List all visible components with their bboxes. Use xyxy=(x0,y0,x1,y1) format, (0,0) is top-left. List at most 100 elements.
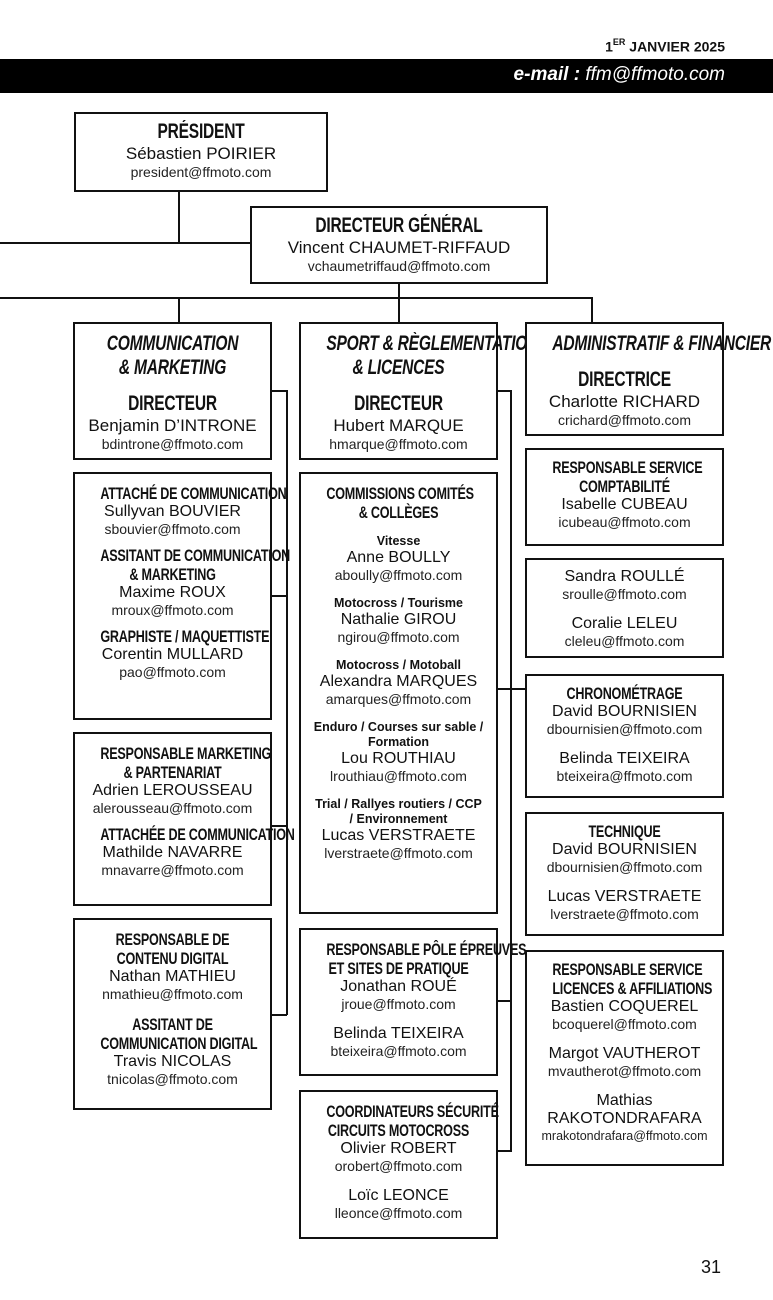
person-email: lleonce@ffmoto.com xyxy=(334,1205,463,1221)
person-email: orobert@ffmoto.com xyxy=(334,1158,463,1174)
epreuves-box: RESPONSABLE PÔLE ÉPREUVES ET SITES DE PR… xyxy=(299,928,527,1076)
president-box: PRÉSIDENT Sébastien POIRIER president@ff… xyxy=(74,112,328,192)
role-title: RESPONSABLE SERVICE xyxy=(552,458,703,477)
person-name: Lou ROUTHIAU xyxy=(341,750,456,767)
role-title: LICENCES & AFFILIATIONS xyxy=(552,979,713,998)
person-name: Mathias xyxy=(596,1092,653,1109)
president-title: PRÉSIDENT xyxy=(157,120,245,143)
person-name: Bastien COQUEREL xyxy=(550,998,699,1015)
person-email: hmarque@ffmoto.com xyxy=(329,436,468,452)
securite-box: COORDINATEURS SÉCURITÉ CIRCUITS MOTOCROS… xyxy=(299,1090,499,1239)
person-email: mrakotondrafara@ffmoto.com xyxy=(541,1129,708,1143)
page-number: 31 xyxy=(700,1257,721,1277)
role-title: DIRECTEUR xyxy=(128,392,217,415)
connector xyxy=(286,390,288,1015)
role-title: DIRECTRICE xyxy=(578,368,671,391)
person-email: dbournisien@ffmoto.com xyxy=(546,859,703,875)
connector xyxy=(178,297,180,323)
person-email: mnavarre@ffmoto.com xyxy=(101,862,244,878)
role-title: COMMUNICATION DIGITAL xyxy=(100,1034,258,1053)
connector xyxy=(496,390,512,392)
person-email: aboully@ffmoto.com xyxy=(334,567,463,583)
person-name: Maxime ROUX xyxy=(119,584,226,601)
director-general-box: DIRECTEUR GÉNÉRAL Vincent CHAUMET-RIFFAU… xyxy=(250,206,548,284)
role-title: COMPTABILITÉ xyxy=(579,477,670,496)
person-name: David BOURNISIEN xyxy=(552,703,697,720)
commission-label: Enduro / Courses sur sable / xyxy=(313,720,484,734)
person-name: Sandra ROULLÉ xyxy=(564,568,685,585)
commission-label: Motocross / Motoball xyxy=(336,658,461,672)
person-name: Sullyvan BOUVIER xyxy=(104,503,241,520)
technique-box: TECHNIQUE David BOURNISIEN dbournisien@f… xyxy=(525,812,724,936)
role-title: CHRONOMÉTRAGE xyxy=(566,684,683,703)
person-name: Isabelle CUBEAU xyxy=(561,496,688,513)
connector xyxy=(496,1150,512,1152)
connector xyxy=(496,1000,512,1002)
department-title: COMMUNICATION xyxy=(106,332,239,355)
person-name: Nathan MATHIEU xyxy=(109,968,236,985)
connector xyxy=(271,825,287,827)
contact-email: e-mail : ffm@ffmoto.com xyxy=(513,64,725,85)
person-email: alerousseau@ffmoto.com xyxy=(92,800,253,816)
person-email: icubeau@ffmoto.com xyxy=(558,514,691,530)
person-name: Lucas VERSTRAETE xyxy=(547,888,702,905)
person-name: Corentin MULLARD xyxy=(101,646,244,663)
commission-label: Trial / Rallyes routiers / CCP xyxy=(315,797,482,811)
marketing-team-box: RESPONSABLE MARKETING & PARTENARIAT Adri… xyxy=(73,732,295,906)
person-email: sroulle@ffmoto.com xyxy=(562,586,687,602)
dg-email: vchaumetriffaud@ffmoto.com xyxy=(307,258,491,274)
role-title: ASSITANT DE COMMUNICATION xyxy=(100,546,291,565)
president-email: president@ffmoto.com xyxy=(130,164,272,180)
person-name: Benjamin D’INTRONE xyxy=(88,416,257,435)
person-name: Adrien LEROUSSEAU xyxy=(92,782,253,799)
role-title: TECHNIQUE xyxy=(588,822,661,841)
connector xyxy=(271,595,287,597)
department-title: SPORT & RÈGLEMENTATION xyxy=(326,332,539,355)
person-email: bdintrone@ffmoto.com xyxy=(101,436,244,452)
dg-name: Vincent CHAUMET-RIFFAUD xyxy=(287,238,511,257)
commission-label: Formation xyxy=(367,735,430,749)
role-title: & PARTENARIAT xyxy=(123,763,222,782)
commission-label: Motocross / Tourisme xyxy=(334,596,463,610)
connector xyxy=(271,390,287,392)
dg-title: DIRECTEUR GÉNÉRAL xyxy=(315,214,483,237)
connector xyxy=(398,282,400,298)
person-email: bcoquerel@ffmoto.com xyxy=(552,1016,697,1032)
person-name: Margot VAUTHEROT xyxy=(548,1045,701,1062)
president-name: Sébastien POIRIER xyxy=(125,144,277,163)
person-name: Belinda TEIXEIRA xyxy=(333,1025,464,1042)
person-email: crichard@ffmoto.com xyxy=(558,412,691,428)
person-email: mvautherot@ffmoto.com xyxy=(547,1063,702,1079)
chrono-box: CHRONOMÉTRAGE David BOURNISIEN dbournisi… xyxy=(525,674,724,798)
department-title: ADMINISTRATIF & FINANCIER xyxy=(552,332,771,355)
person-name: RAKOTONDRAFARA xyxy=(547,1110,702,1127)
role-title: COORDINATEURS SÉCURITÉ xyxy=(326,1102,499,1121)
admin-department-box: ADMINISTRATIF & FINANCIER DIRECTRICE Cha… xyxy=(525,322,771,436)
connector xyxy=(0,297,593,299)
person-email: amarques@ffmoto.com xyxy=(325,691,472,707)
compta-box: RESPONSABLE SERVICE COMPTABILITÉ Isabell… xyxy=(525,448,724,546)
role-title: ATTACHÉ DE COMMUNICATION xyxy=(100,484,287,503)
role-title: CIRCUITS MOTOCROSS xyxy=(327,1121,470,1140)
role-title: RESPONSABLE PÔLE ÉPREUVES xyxy=(326,940,527,959)
role-title: RESPONSABLE DE xyxy=(115,930,230,949)
person-name: Olivier ROBERT xyxy=(340,1140,457,1157)
person-email: bteixeira@ffmoto.com xyxy=(556,768,693,784)
communication-department-box: COMMUNICATION & MARKETING DIRECTEUR Benj… xyxy=(73,322,272,460)
person-email: ngirou@ffmoto.com xyxy=(337,629,460,645)
role-title: ASSITANT DE xyxy=(132,1015,213,1034)
person-name: Anne BOULLY xyxy=(346,549,451,566)
document-date: 1ER JANVIER 2025 xyxy=(605,37,725,55)
person-email: jroue@ffmoto.com xyxy=(341,996,456,1012)
person-email: lverstraete@ffmoto.com xyxy=(550,906,699,922)
person-name: Loïc LEONCE xyxy=(348,1187,449,1204)
header-banner: e-mail : ffm@ffmoto.com xyxy=(0,59,773,93)
person-email: pao@ffmoto.com xyxy=(119,664,226,680)
person-name: Alexandra MARQUES xyxy=(319,673,478,690)
connector xyxy=(510,390,512,1150)
person-name: Jonathan ROUÉ xyxy=(340,978,457,995)
licences-box: RESPONSABLE SERVICE LICENCES & AFFILIATI… xyxy=(525,950,724,1166)
person-email: nmathieu@ffmoto.com xyxy=(102,986,243,1002)
commissions-box: COMMISSIONS COMITÉS & COLLÈGES Vitesse A… xyxy=(299,472,498,914)
connector xyxy=(0,242,252,244)
